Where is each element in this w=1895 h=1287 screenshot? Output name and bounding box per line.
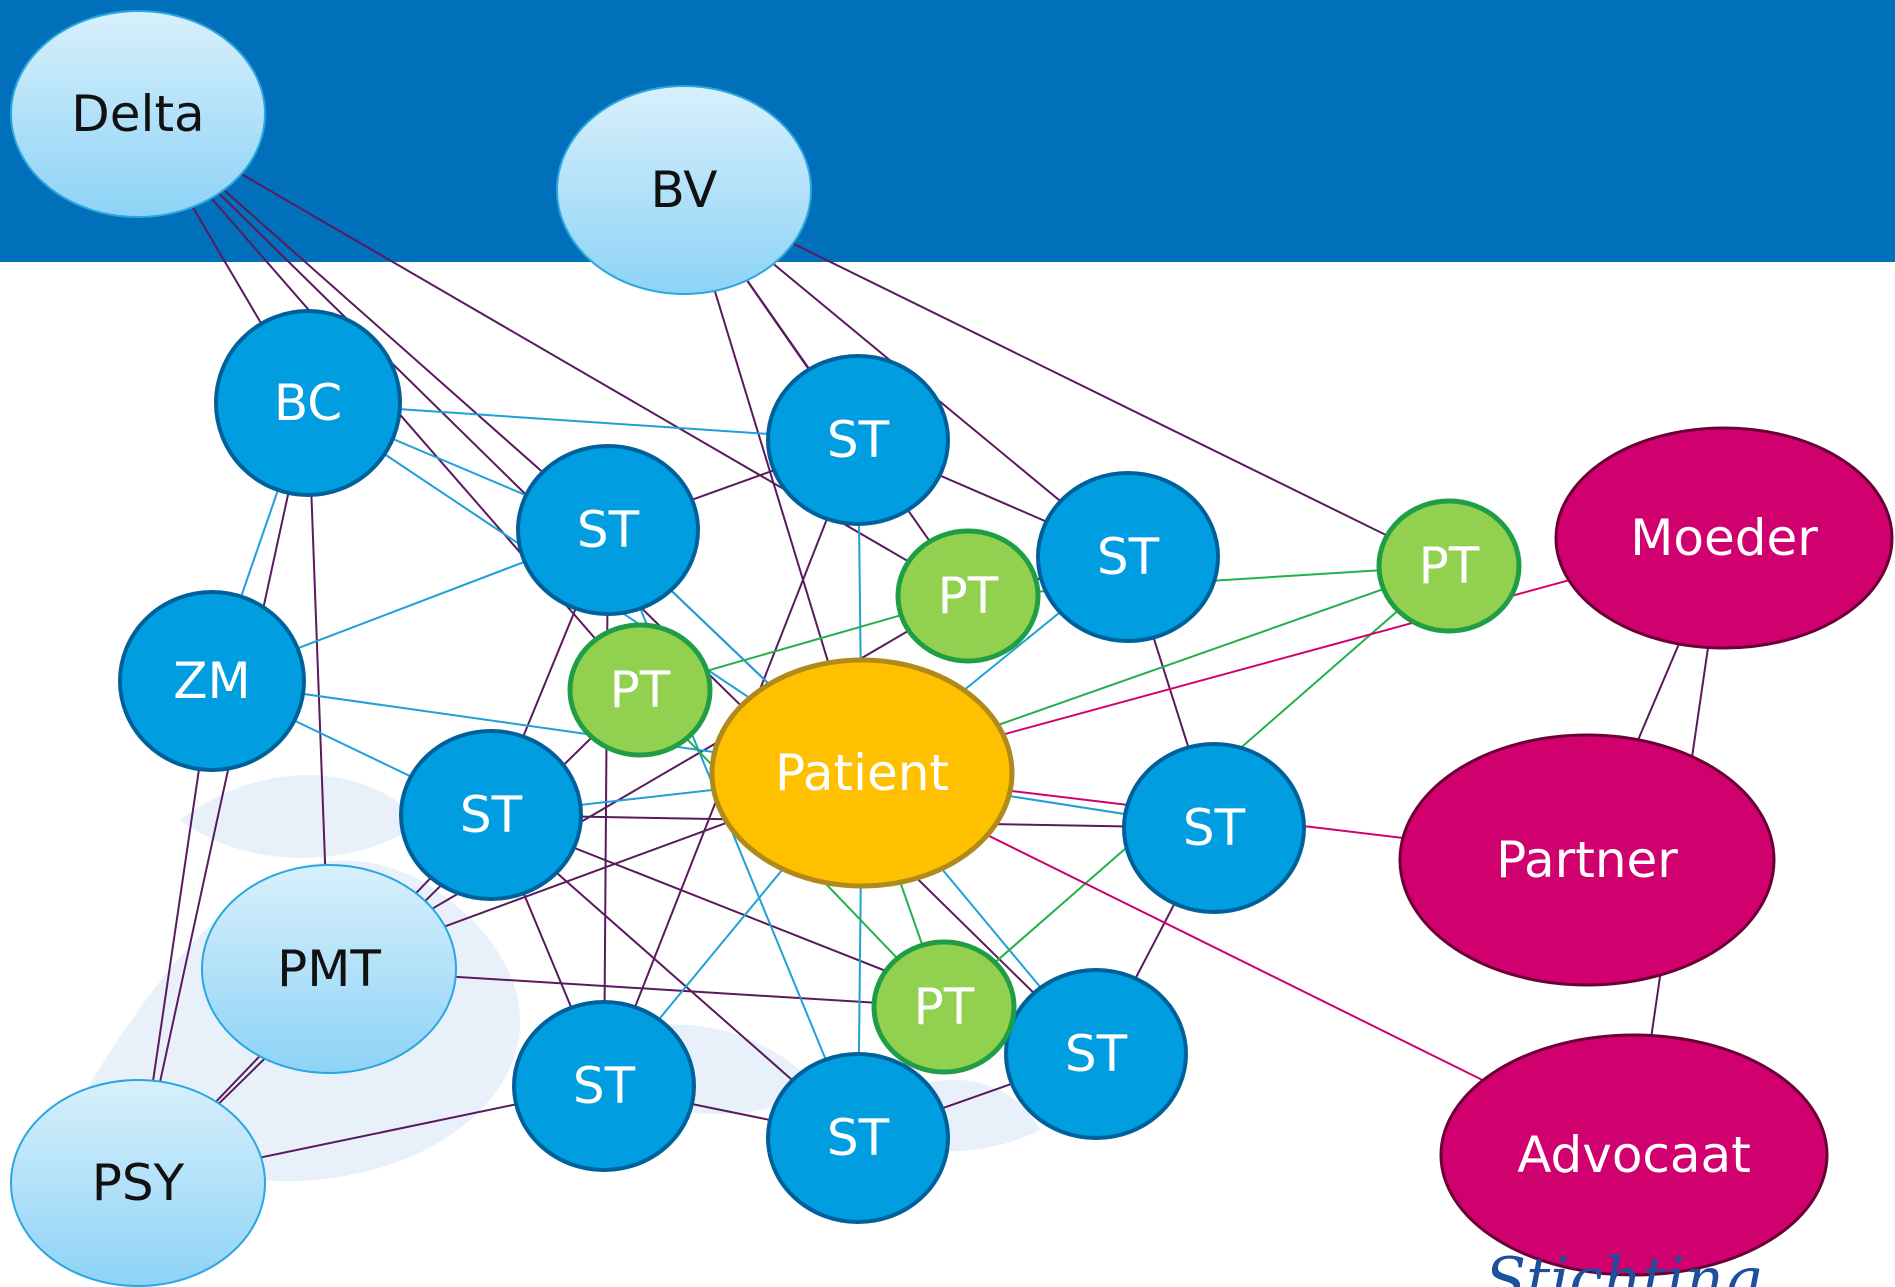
node-shape-delta <box>10 10 266 218</box>
node-pt2: PT <box>1376 498 1522 634</box>
node-patient: Patient <box>709 657 1015 889</box>
node-shape-st2 <box>516 444 700 616</box>
node-label-partner: Partner <box>1496 831 1678 889</box>
node-label-delta: Delta <box>71 85 204 143</box>
node-psy: PSY <box>10 1079 266 1287</box>
node-shape-st8 <box>1004 968 1188 1140</box>
node-label-pt4: PT <box>914 978 975 1036</box>
node-st7: ST <box>766 1052 950 1224</box>
node-label-moeder: Moeder <box>1630 509 1818 567</box>
node-st2: ST <box>516 444 700 616</box>
edge-bv-pt2 <box>683 189 1450 567</box>
node-shape-psy <box>10 1079 266 1287</box>
node-label-st2: ST <box>577 501 640 559</box>
node-shape-pt3 <box>567 622 713 758</box>
node-moeder: Moeder <box>1554 426 1894 650</box>
node-bv: BV <box>556 85 812 295</box>
node-st1: ST <box>766 354 950 526</box>
node-bc: BC <box>214 309 402 497</box>
node-shape-bv <box>556 85 812 295</box>
node-label-psy: PSY <box>92 1154 185 1212</box>
node-shape-zm <box>118 590 306 772</box>
node-label-zm: ZM <box>173 652 250 710</box>
edge-bc-psy <box>137 402 309 1184</box>
node-label-st6: ST <box>573 1057 636 1115</box>
node-shape-st3 <box>1036 471 1220 643</box>
node-partner: Partner <box>1398 733 1776 987</box>
node-st4: ST <box>399 729 583 901</box>
node-pmt: PMT <box>201 864 457 1074</box>
node-shape-bc <box>214 309 402 497</box>
node-shape-st5 <box>1122 742 1306 914</box>
node-shape-moeder <box>1554 426 1894 650</box>
node-label-st1: ST <box>827 411 890 469</box>
node-label-pt3: PT <box>610 661 671 719</box>
node-label-st3: ST <box>1097 528 1160 586</box>
node-shape-partner <box>1398 733 1776 987</box>
node-shape-pt4 <box>871 939 1017 1075</box>
node-shape-patient <box>709 657 1015 889</box>
header-band <box>0 0 1895 262</box>
node-pt1: PT <box>895 528 1041 664</box>
node-label-st4: ST <box>460 786 523 844</box>
node-st8: ST <box>1004 968 1188 1140</box>
node-delta: Delta <box>10 10 266 218</box>
node-label-bc: BC <box>274 374 342 432</box>
node-shape-pt1 <box>895 528 1041 664</box>
node-label-pmt: PMT <box>277 940 381 998</box>
node-label-bv: BV <box>651 161 718 219</box>
node-label-advocaat: Advocaat <box>1517 1126 1751 1184</box>
node-st6: ST <box>512 1000 696 1172</box>
node-label-pt1: PT <box>938 567 999 625</box>
node-advocaat: Advocaat <box>1439 1033 1829 1277</box>
node-label-st8: ST <box>1065 1025 1128 1083</box>
node-label-st5: ST <box>1183 799 1246 857</box>
node-shape-st7 <box>766 1052 950 1224</box>
node-pt3: PT <box>567 622 713 758</box>
node-shape-pt2 <box>1376 498 1522 634</box>
node-label-pt2: PT <box>1419 537 1480 595</box>
node-shape-st6 <box>512 1000 696 1172</box>
node-pt4: PT <box>871 939 1017 1075</box>
signature-text: Stichting <box>1485 1245 1762 1287</box>
node-label-st7: ST <box>827 1109 890 1167</box>
node-shape-advocaat <box>1439 1033 1829 1277</box>
node-shape-pmt <box>201 864 457 1074</box>
node-label-patient: Patient <box>775 744 949 802</box>
node-shape-st1 <box>766 354 950 526</box>
node-shape-st4 <box>399 729 583 901</box>
node-st3: ST <box>1036 471 1220 643</box>
node-zm: ZM <box>118 590 306 772</box>
node-st5: ST <box>1122 742 1306 914</box>
